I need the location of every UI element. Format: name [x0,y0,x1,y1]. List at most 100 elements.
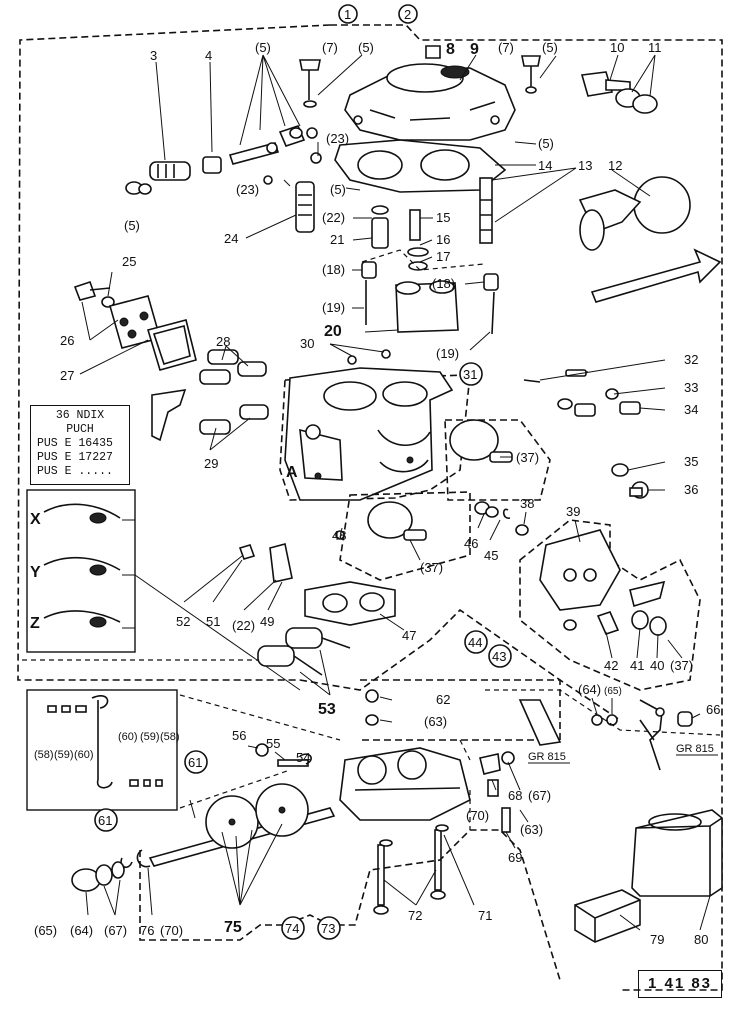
label-10: 10 [610,40,624,55]
label-21: 21 [330,232,344,247]
label-37a: (37) [516,450,539,465]
callout-2: 2 [404,7,411,22]
gr-label-2: GR 815 [676,743,714,755]
gr-labels: GR 815 GR 815 [528,743,718,764]
label-48: 48 [332,528,346,543]
gr815-parts [360,679,721,771]
label-3: 3 [150,48,157,63]
label-62: 62 [436,692,450,707]
variant-z: Z [30,615,40,632]
label-12: 12 [608,158,622,173]
label-22b: (22) [232,618,255,633]
label-70a: (70) [466,808,489,823]
label-22a: (22) [322,210,345,225]
carburetor-body [279,367,471,501]
label-36: 36 [684,482,698,497]
callout-61-a: 61 [188,755,202,770]
label-53: 53 [318,701,336,718]
label-39: 39 [566,504,580,519]
label-56: 56 [232,728,246,743]
label-15: 15 [436,210,450,225]
label-7b: (7) [498,40,514,55]
label-16: 16 [436,232,450,247]
base-gasket-and-shafts [238,530,396,676]
label-60a: (60) [74,749,94,761]
label-8: 8 [446,41,455,58]
label-5e: (5) [330,182,346,197]
label-27: 27 [60,368,74,383]
callout-73: 73 [321,921,335,936]
label-51: 51 [206,614,220,629]
reference-number: 1 41 83 [638,970,722,998]
label-58b: (58) [160,731,180,743]
label-63a: (63) [424,714,447,729]
part-labels: 3 4 (5) (7) (5) 8 9 (7) (5) 10 11 (23) (… [34,40,720,947]
label-19a: (19) [322,300,345,315]
label-69: 69 [508,850,522,865]
fuel-inlet-parts [479,71,691,251]
label-67b: (67) [104,923,127,938]
label-65b: (65) [34,923,57,938]
label-5d: (5) [538,136,554,151]
label-40: 40 [650,658,664,673]
label-23b: (23) [236,182,259,197]
label-34: 34 [684,402,698,417]
plate-line-5: PUS E ..... [37,465,113,478]
plate-line-3: PUS E 16435 [37,437,113,450]
cover-gasket [334,139,507,193]
venturi-assembly [347,205,499,365]
label-46: 46 [464,536,478,551]
label-18a: (18) [322,262,345,277]
variant-x: X [30,511,41,528]
label-5c: (5) [542,40,558,55]
label-66: 66 [706,702,720,717]
label-32: 32 [684,352,698,367]
label-33: 33 [684,380,698,395]
label-64b: (64) [70,923,93,938]
container-box [631,809,723,897]
callout-1: 1 [344,7,351,22]
block-79 [574,889,641,943]
label-14: 14 [538,158,552,173]
throttle-shaft [71,783,336,892]
label-68: 68 [508,788,522,803]
label-35: 35 [684,454,698,469]
label-76: 76 [140,923,154,938]
label-75: 75 [224,919,242,936]
label-65a: (65) [604,686,622,697]
label-26: 26 [60,333,74,348]
label-59b: (59) [140,731,160,743]
label-59a: (59) [54,749,74,761]
callout-61-b: 61 [98,813,112,828]
label-49: 49 [260,614,274,629]
accelerator-pump [339,419,701,691]
label-28: 28 [216,334,230,349]
label-63b: (63) [520,822,543,837]
label-54: 54 [296,750,310,765]
callout-texts: 1 2 31 44 43 61 61 74 73 [98,7,506,936]
label-25: 25 [122,254,136,269]
air-horn-cover [344,63,516,141]
left-fittings [73,280,269,442]
label-64a: (64) [578,682,601,697]
callout-44: 44 [468,635,482,650]
label-47: 47 [402,628,416,643]
label-11: 11 [648,40,662,55]
plate-line-1: 36 NDIX [55,409,105,422]
label-79: 79 [650,932,664,947]
variant-box [26,489,301,691]
variant-a: A [286,464,298,481]
label-19b: (19) [436,346,459,361]
label-67a: (67) [528,788,551,803]
callout-74: 74 [285,921,299,936]
label-41: 41 [630,658,644,673]
label-37c: (37) [670,658,693,673]
label-71: 71 [478,908,492,923]
label-9: 9 [470,41,479,58]
label-45: 45 [484,548,498,563]
plate-line-4: PUS E 17227 [37,451,113,464]
throttle-body [255,743,515,833]
callout-31: 31 [463,367,477,382]
label-60b: (60) [118,731,138,743]
